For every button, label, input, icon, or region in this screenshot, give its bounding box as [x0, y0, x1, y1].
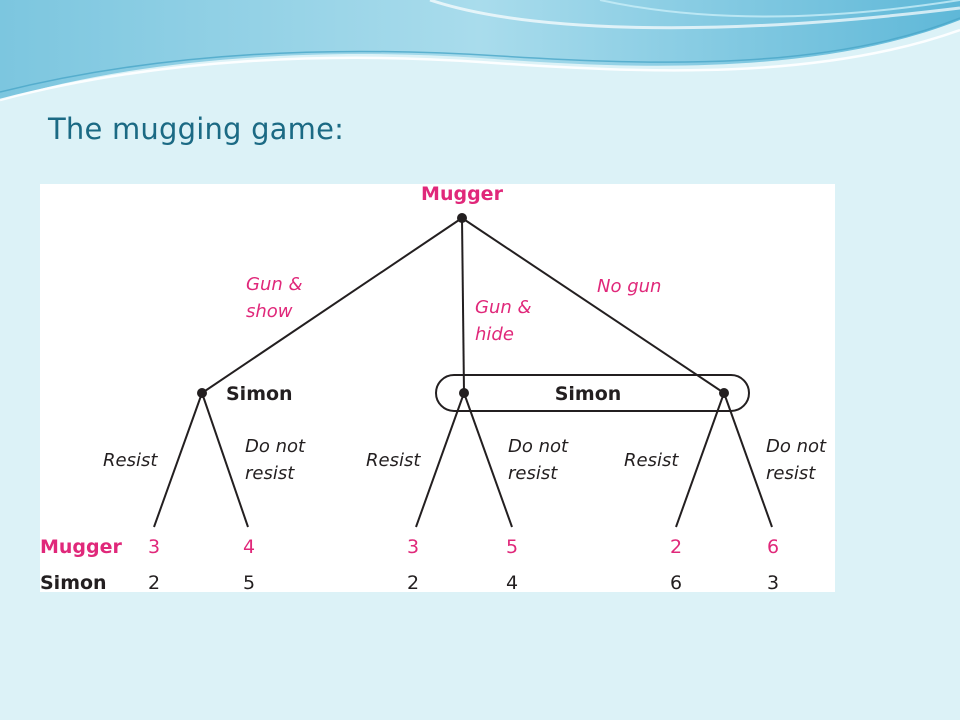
payoff-mugger: 3: [148, 536, 160, 558]
payoff-simon: 3: [767, 572, 779, 592]
payoff-mugger: 4: [243, 536, 255, 558]
payoff-mugger: 5: [506, 536, 518, 558]
payoff-row-label-mugger: Mugger: [40, 536, 123, 558]
payoff-simon: 2: [148, 572, 160, 592]
edge-gun-hide: [461, 217, 465, 394]
payoff-simon: 2: [407, 572, 419, 592]
edge-gun-show: [201, 217, 463, 394]
payoff-simon: 5: [243, 572, 255, 592]
payoff-mugger: 6: [767, 536, 779, 558]
move-label-not-resist-1-line2: resist: [245, 463, 295, 484]
slide-title: The mugging game:: [48, 112, 345, 146]
game-tree-diagram: Mugger Simon Simon Gun & show Gun & hide…: [40, 184, 827, 592]
move-label-not-resist-3-line2: resist: [766, 463, 816, 484]
move-label-not-resist-2-line1: Do not: [508, 436, 569, 457]
move-label-resist-2: Resist: [366, 450, 421, 471]
edge-no-gun: [461, 217, 725, 394]
payoff-mugger: 2: [670, 536, 682, 558]
move-label-gun-show-line2: show: [246, 301, 293, 322]
edge-simon3-resist: [675, 392, 725, 528]
edge-simon3-not-resist: [723, 392, 773, 528]
move-label-not-resist-2-line2: resist: [508, 463, 558, 484]
edge-simon2-resist: [415, 392, 465, 528]
info-set-label: Simon: [555, 383, 622, 405]
simon-node-2: [459, 388, 469, 398]
move-label-gun-show-line1: Gun &: [246, 274, 303, 295]
simon-node-label: Simon: [226, 383, 293, 405]
move-label-no-gun: No gun: [597, 276, 661, 297]
move-label-not-resist-1-line1: Do not: [245, 436, 306, 457]
edge-simon2-not-resist: [463, 392, 513, 528]
move-label-gun-hide-line2: hide: [475, 324, 514, 345]
move-label-not-resist-3-line1: Do not: [766, 436, 827, 457]
game-tree-panel: Mugger Simon Simon Gun & show Gun & hide…: [40, 184, 835, 592]
move-label-gun-hide-line1: Gun &: [475, 297, 532, 318]
edge-simon1-not-resist: [201, 392, 249, 528]
move-label-resist-1: Resist: [103, 450, 158, 471]
payoff-simon: 6: [670, 572, 682, 592]
payoff-row-label-simon: Simon: [40, 572, 107, 592]
simon-information-set: [435, 374, 750, 412]
root-label-mugger: Mugger: [421, 184, 504, 205]
root-node: [457, 213, 467, 223]
simon-node-3: [719, 388, 729, 398]
edge-simon1-resist: [153, 392, 203, 528]
move-label-resist-3: Resist: [624, 450, 679, 471]
header-wave-decoration: [0, 0, 960, 102]
payoff-mugger: 3: [407, 536, 419, 558]
payoff-simon: 4: [506, 572, 518, 592]
simon-node-1: [197, 388, 207, 398]
